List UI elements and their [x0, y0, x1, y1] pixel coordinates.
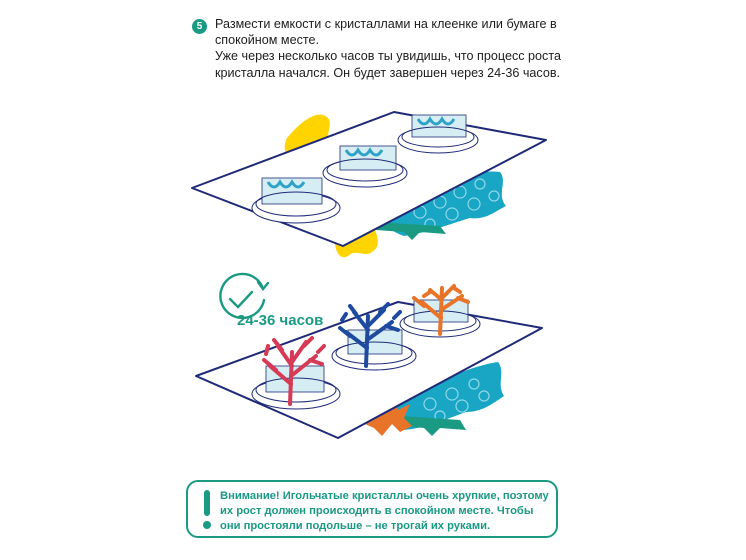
warning-text: Внимание! Игольчатые кристаллы очень хру… — [220, 490, 549, 532]
bottom-scene — [195, 284, 543, 439]
top-scene — [191, 111, 547, 258]
dish-top-2 — [322, 145, 408, 188]
green-sprig-bottom — [402, 416, 466, 436]
water-blob-top — [380, 171, 506, 236]
step-number-badge: 5 — [192, 19, 207, 34]
orange-crystal — [412, 284, 470, 336]
step-line-1: Размести емкости с кристаллами на клеенк… — [215, 17, 557, 48]
water-bubbles-bottom — [423, 378, 490, 422]
orange-splash-bottom — [356, 398, 412, 436]
dish-bottom-2 — [331, 329, 417, 371]
step-instructions: Размести емкости с кристаллами на клеенк… — [215, 16, 565, 81]
green-sprig-top — [376, 222, 446, 240]
clock-check-icon — [219, 272, 270, 320]
blue-crystal — [338, 302, 402, 368]
timer-label: 24-36 часов — [237, 312, 324, 329]
dish-top-3 — [397, 114, 479, 154]
step-line-2: Уже через несколько часов ты увидишь, чт… — [215, 49, 561, 80]
dish-top-1 — [251, 177, 341, 224]
exclamation-icon — [203, 490, 211, 529]
red-crystal — [262, 336, 326, 406]
warning-box: Внимание! Игольчатые кристаллы очень хру… — [186, 480, 558, 538]
